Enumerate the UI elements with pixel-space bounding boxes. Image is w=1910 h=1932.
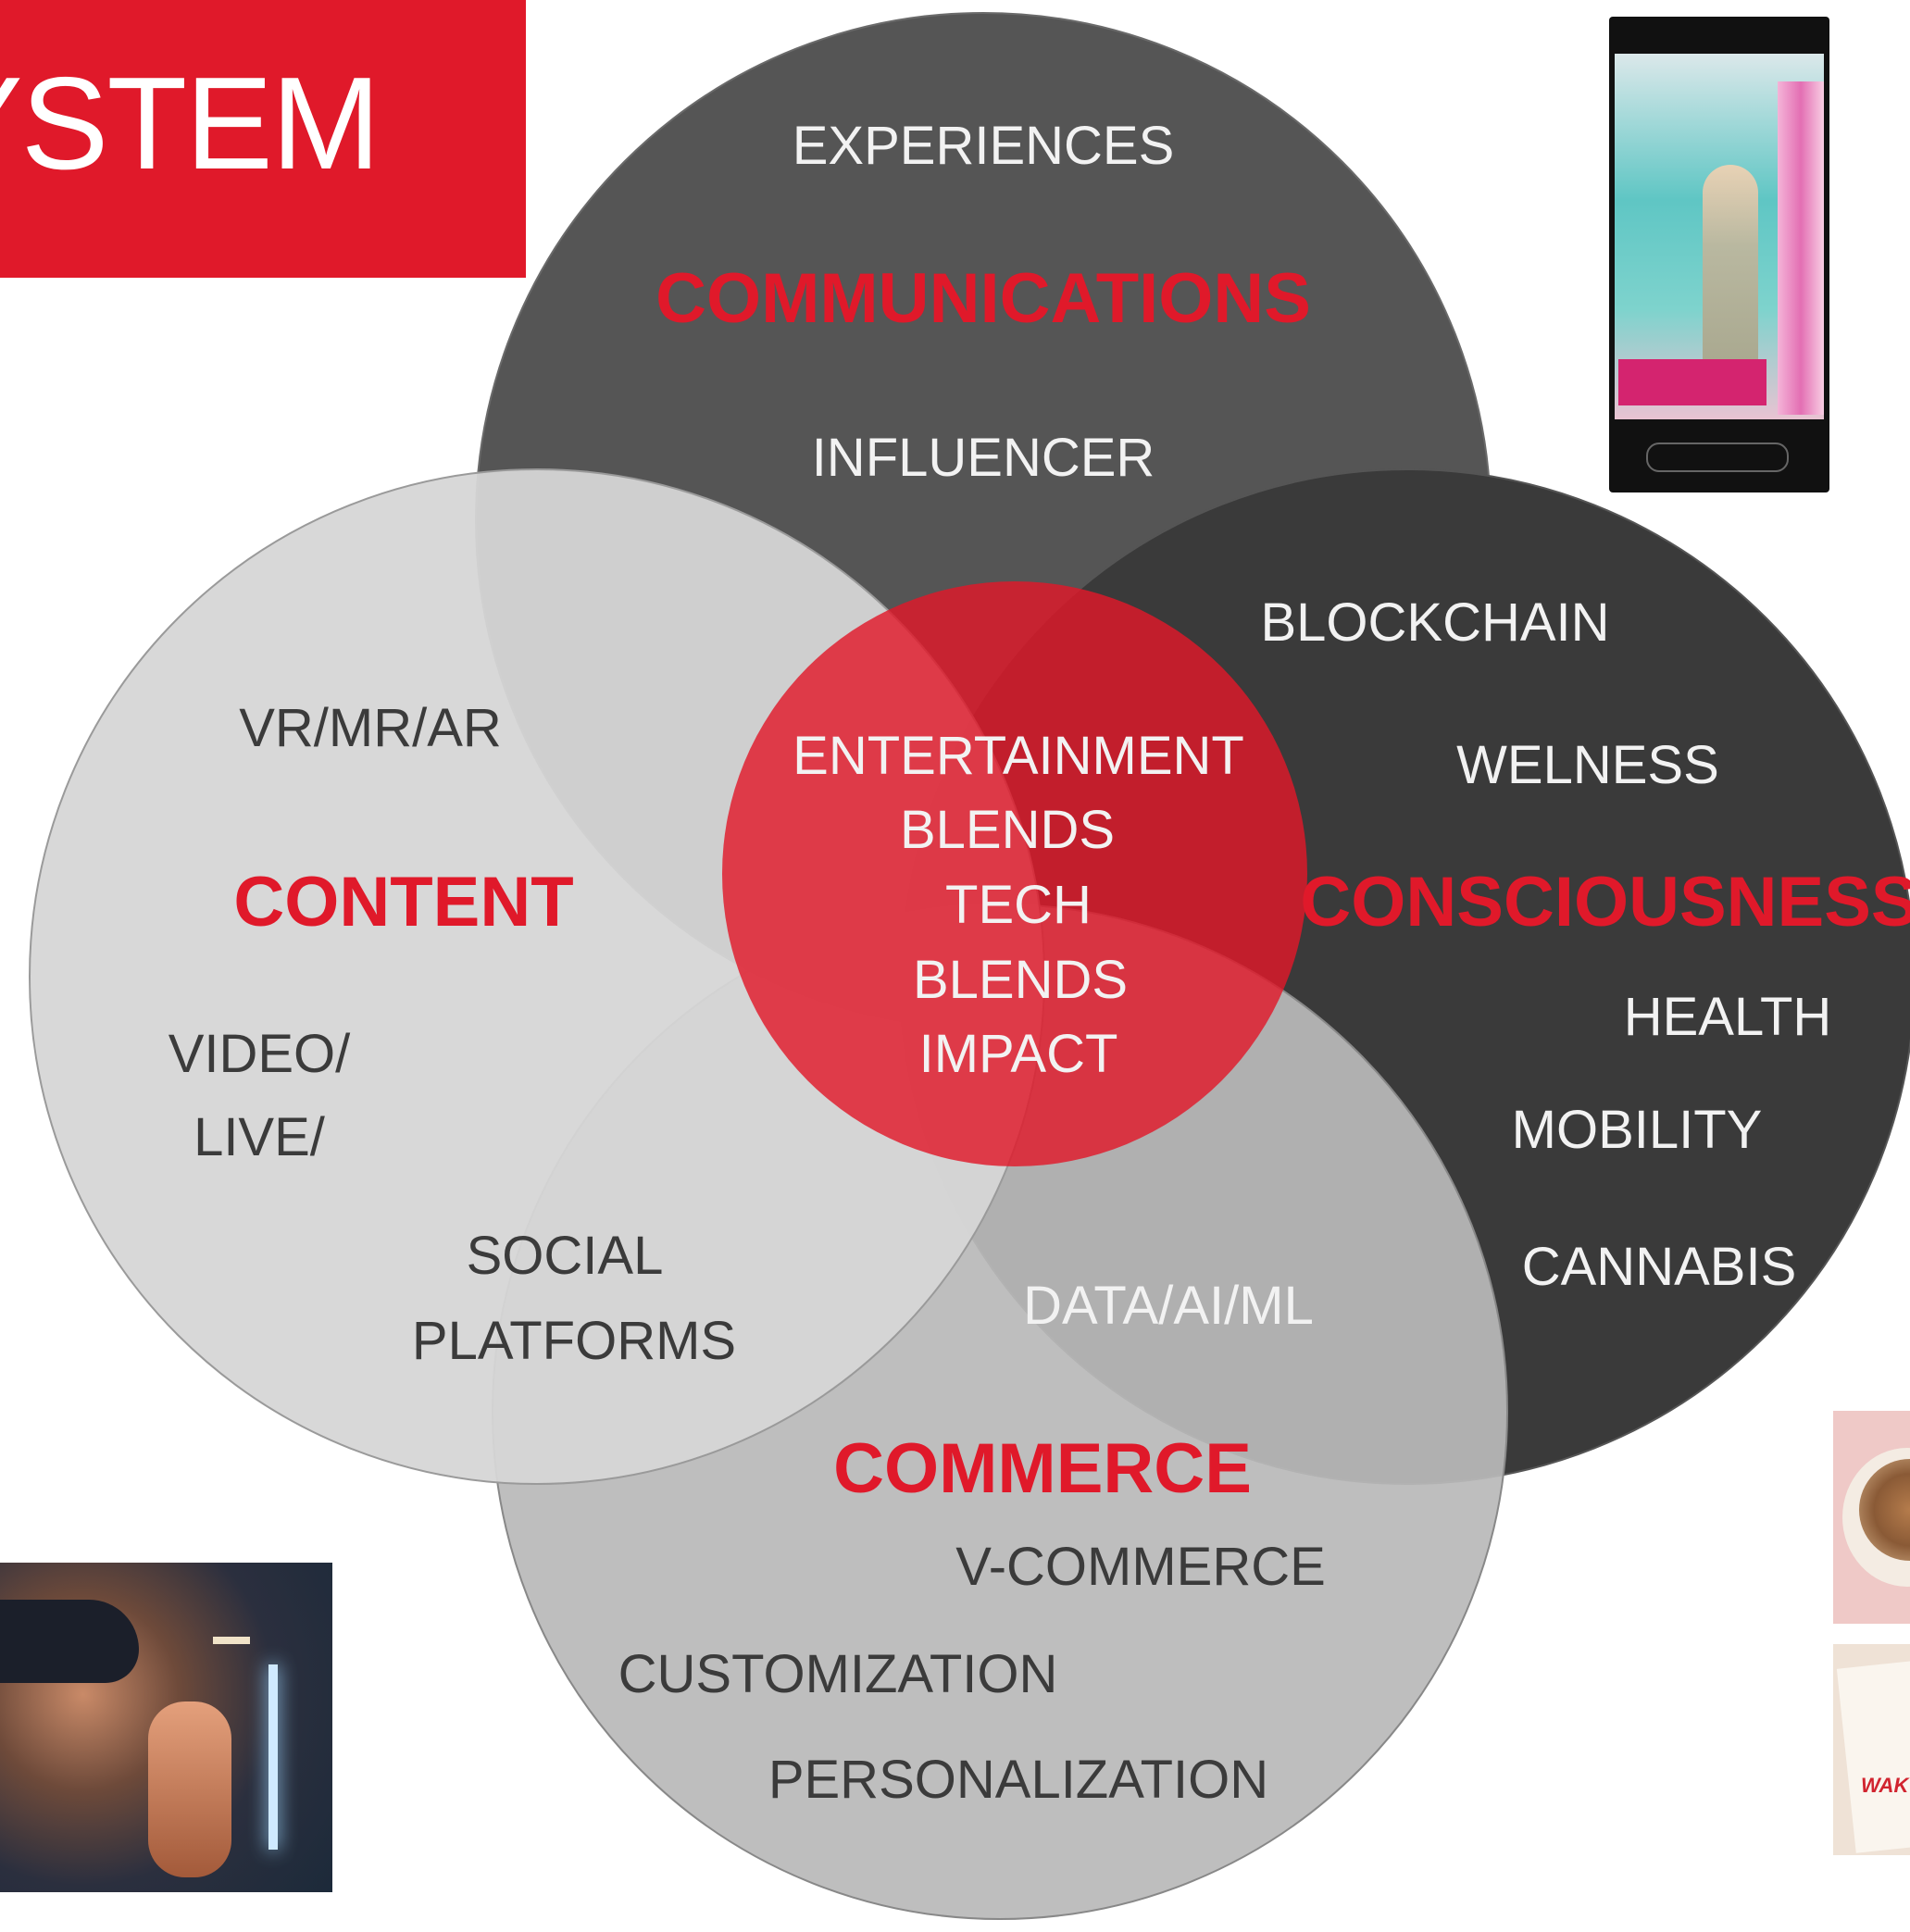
card-shape xyxy=(1836,1657,1910,1853)
title-banner: YSTEM xyxy=(0,0,526,278)
content-item: PLATFORMS xyxy=(412,1311,736,1371)
phone-screen xyxy=(1615,54,1824,419)
commerce-title: COMMERCE xyxy=(833,1429,1252,1508)
food-bowl-photo xyxy=(1833,1411,1910,1624)
curtain-decoration xyxy=(1778,81,1824,415)
commerce-item: DATA/AI/ML xyxy=(1023,1276,1314,1336)
center-line: IMPACT xyxy=(919,1024,1118,1084)
consciousness-item: CANNABIS xyxy=(1522,1237,1797,1297)
content-item: VR/MR/AR xyxy=(239,698,502,758)
communications-title: COMMUNICATIONS xyxy=(655,259,1311,338)
consciousness-title: CONSCIOUSNESS xyxy=(1300,863,1910,941)
page-title: YSTEM xyxy=(0,50,381,197)
content-title: CONTENT xyxy=(233,863,573,941)
consciousness-item: MOBILITY xyxy=(1512,1100,1763,1160)
consciousness-item: HEALTH xyxy=(1624,987,1832,1047)
center-line: ENTERTAINMENT xyxy=(793,726,1244,786)
neon-light xyxy=(213,1637,250,1644)
communications-item: INFLUENCER xyxy=(812,428,1155,488)
vr-headset-icon xyxy=(0,1600,139,1683)
center-circle xyxy=(722,581,1307,1166)
vr-headset-photo xyxy=(0,1563,332,1892)
content-item: SOCIAL xyxy=(467,1226,664,1286)
caption-block xyxy=(1618,359,1766,405)
person-figure xyxy=(1703,165,1758,368)
message-bar xyxy=(1646,442,1789,472)
center-line: BLENDS xyxy=(913,950,1128,1010)
communications-item: EXPERIENCES xyxy=(793,116,1175,176)
card-brand-text: WAK xyxy=(1861,1774,1909,1797)
center-line: TECH xyxy=(945,875,1092,935)
commerce-item: PERSONALIZATION xyxy=(768,1750,1268,1810)
phone-screenshot-image xyxy=(1609,17,1829,492)
commerce-item: CUSTOMIZATION xyxy=(618,1644,1058,1704)
consciousness-item: WELNESS xyxy=(1456,735,1719,795)
content-item: LIVE/ xyxy=(193,1107,326,1167)
hand-figure xyxy=(148,1701,231,1877)
center-line: BLENDS xyxy=(900,800,1115,860)
content-item: VIDEO/ xyxy=(169,1024,351,1084)
neon-light xyxy=(268,1664,278,1850)
food-card-photo: WAK xyxy=(1833,1644,1910,1855)
commerce-item: V-COMMERCE xyxy=(955,1537,1326,1597)
consciousness-item: BLOCKCHAIN xyxy=(1260,592,1609,653)
